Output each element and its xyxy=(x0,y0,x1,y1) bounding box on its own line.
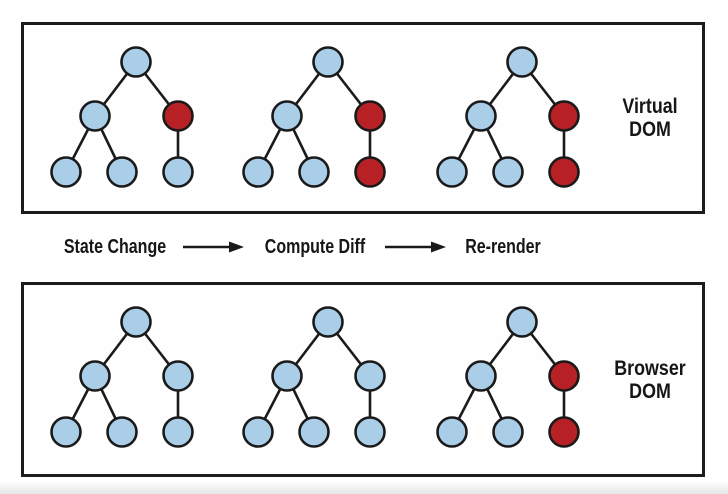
browser-dom-label-line1: Browser xyxy=(614,357,686,380)
browser-dom-label: Browser DOM xyxy=(599,357,701,403)
browser-dom-label-line2: DOM xyxy=(629,380,671,403)
process-step-state-change: State Change xyxy=(63,236,167,258)
process-step-compute-diff: Compute Diff xyxy=(264,236,366,258)
page-bottom-gradient xyxy=(0,478,728,494)
virtual-dom-label-line1: Virtual xyxy=(622,95,678,118)
right-arrow-icon xyxy=(385,241,446,253)
virtual-dom-label: Virtual DOM xyxy=(599,95,701,141)
virtual-dom-label-line2: DOM xyxy=(629,118,671,141)
process-step-re-render: Re-render xyxy=(465,236,541,258)
right-arrow-icon xyxy=(183,241,244,253)
